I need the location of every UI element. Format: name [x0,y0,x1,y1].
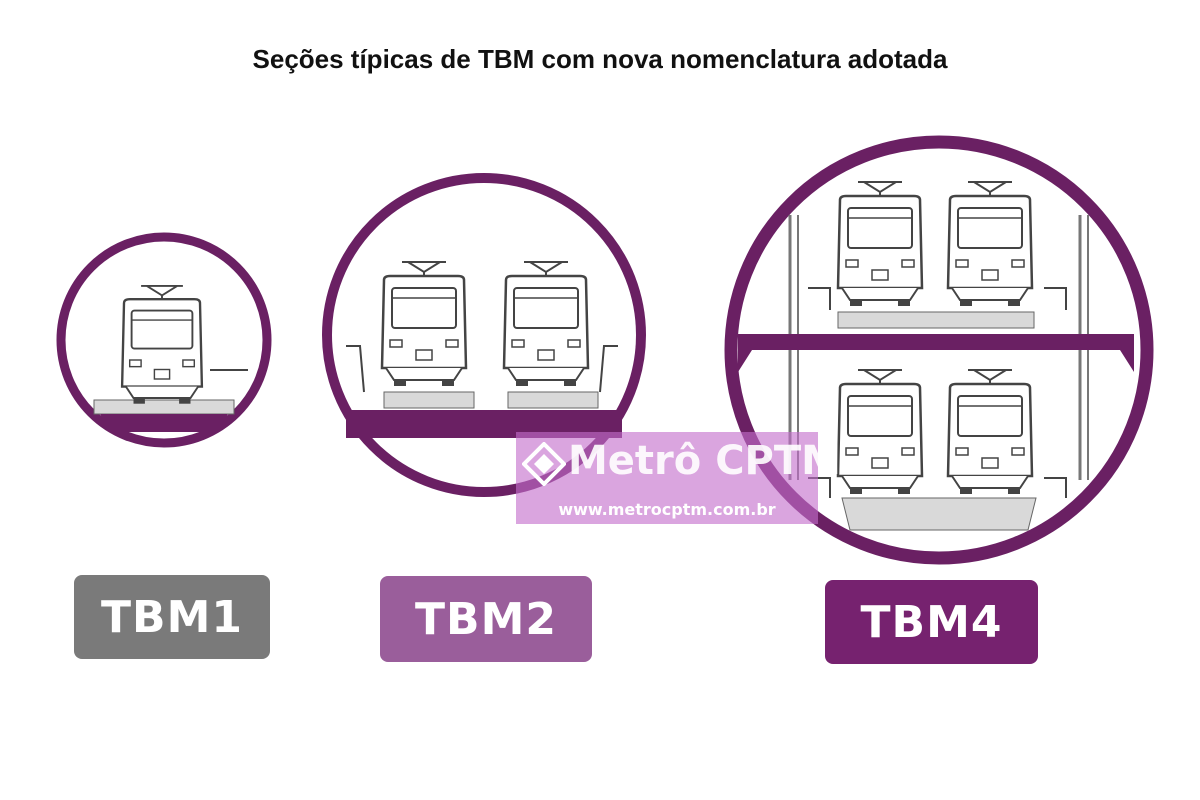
section-label-tbm1: TBM1 [74,575,270,659]
train-front [946,180,1034,308]
train-front [946,368,1034,496]
train-front [836,368,924,496]
train-front [380,260,468,388]
train-front [120,284,204,405]
intermediate-slab [738,334,1134,350]
platform-slab [93,399,235,415]
train-front [836,180,924,308]
tunnel-section-tbm2 [322,173,646,497]
section-label-tbm4: TBM4 [825,580,1038,664]
tunnel-section-tbm4 [724,135,1154,565]
page-title: Seções típicas de TBM com nova nomenclat… [252,44,948,74]
tunnel-section-tbm1 [56,232,272,448]
platform-slab [837,311,1035,329]
invert-slab [841,497,1037,531]
platform-slab [507,391,599,409]
section-label-tbm2: TBM2 [380,576,592,662]
platform-slab [383,391,475,409]
train-front [502,260,590,388]
invert-slab [346,410,622,438]
tunnel-ring-tbm2 [322,173,646,497]
invert-slab [100,414,228,432]
